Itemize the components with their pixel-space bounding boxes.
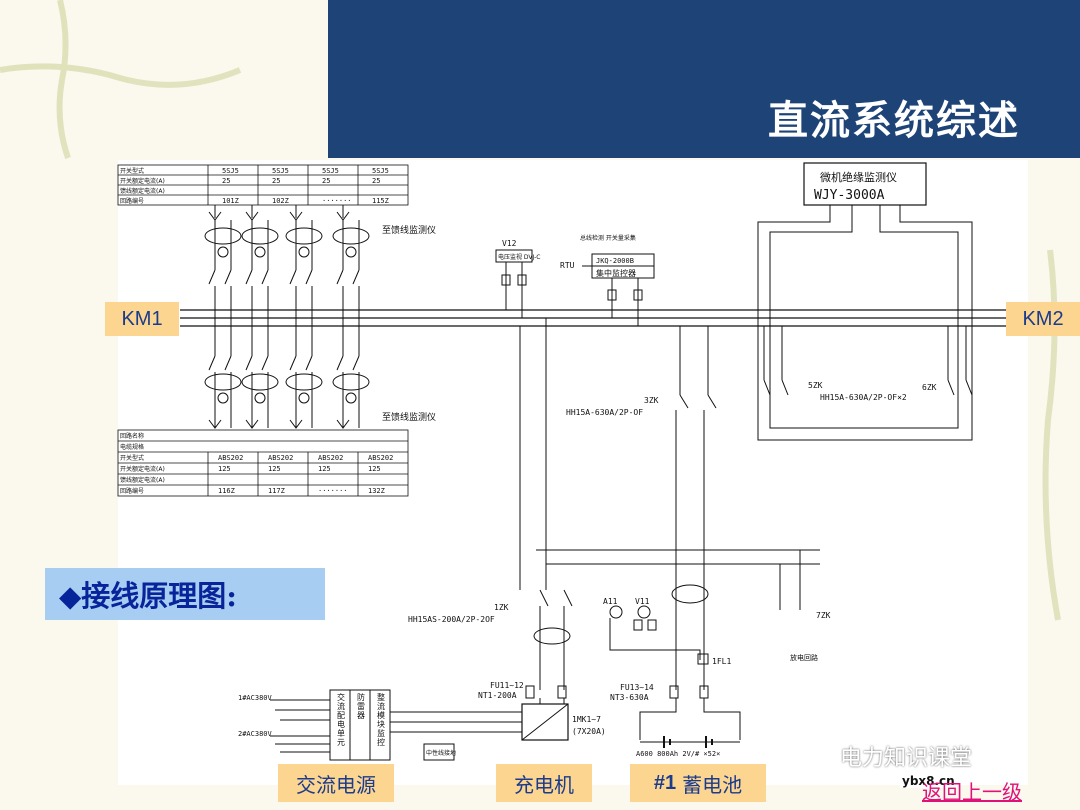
fuses: FU11~12 NT1-200A FU13~14 NT3-630A bbox=[478, 681, 741, 740]
main-bus bbox=[180, 309, 1006, 327]
svg-text:1MK1~7: 1MK1~7 bbox=[572, 715, 601, 724]
feed-bottom-label: 至馈线监测仪 bbox=[382, 411, 436, 423]
svg-text:HH15A-630A/2P-OF: HH15A-630A/2P-OF bbox=[566, 408, 643, 417]
svg-text:HH15A-630A/2P-OF×2: HH15A-630A/2P-OF×2 bbox=[820, 393, 907, 402]
bottom-table-cell: ABS202 bbox=[368, 454, 393, 462]
bottom-table-row-label: 回路名称 bbox=[120, 432, 144, 440]
top-table-cell: 5SJ5 bbox=[372, 167, 389, 175]
svg-text:RTU: RTU bbox=[560, 261, 575, 270]
bottom-table-cell: 125 bbox=[268, 465, 281, 473]
svg-text:1ZK: 1ZK bbox=[494, 603, 509, 612]
bottom-table-cell: 125 bbox=[218, 465, 231, 473]
top-table-cell: 5SJ5 bbox=[322, 167, 339, 175]
top-table-cell: 115Z bbox=[372, 197, 389, 205]
switch-3zk: 3ZK HH15A-630A/2P-OF bbox=[566, 326, 717, 690]
bottom-table-row-label: 开关额定电流(A) bbox=[120, 465, 165, 473]
bottom-table-row-label: 电缆规格 bbox=[120, 443, 144, 451]
ac-unit-text: 交流配电单元 bbox=[337, 692, 345, 747]
km2-label: KM2 bbox=[1006, 302, 1080, 336]
charger-label: 充电机 bbox=[496, 764, 592, 802]
top-breaker-table bbox=[117, 164, 409, 206]
battery-text: 蓄电池 bbox=[682, 772, 743, 797]
back-link[interactable]: 返回上一级 bbox=[922, 780, 1022, 804]
svg-text:NT3-630A: NT3-630A bbox=[610, 693, 649, 702]
battery-number: #1 bbox=[653, 771, 677, 794]
bottom-table-row-label: 开关型式 bbox=[120, 454, 144, 462]
bottom-table-cell: 117Z bbox=[268, 487, 285, 495]
top-table-row-label: 回路编号 bbox=[120, 197, 144, 205]
svg-text:NT1-200A: NT1-200A bbox=[478, 691, 517, 700]
top-table-row-label: 馈线额定电流(A) bbox=[120, 187, 165, 195]
svg-text:2#AC380V: 2#AC380V bbox=[238, 730, 273, 738]
svg-text:3ZK: 3ZK bbox=[644, 396, 659, 405]
central-monitor: 总线检测 开关量采集 JKQ-2000B 集中监控器 RTU bbox=[560, 234, 655, 326]
ac-distribution: 1#AC380V 2#AC380V 中性线接地 bbox=[238, 689, 522, 761]
charger-bus bbox=[519, 318, 820, 610]
top-table-cell: 25 bbox=[372, 177, 380, 185]
switch-7zk-label: 7ZK bbox=[816, 611, 831, 620]
ac-unit-text: 防雷器 bbox=[357, 692, 365, 720]
top-table-cell: ······· bbox=[322, 197, 352, 205]
section-label: ◆接线原理图: bbox=[45, 568, 325, 620]
top-table-cell: 5SJ5 bbox=[272, 167, 289, 175]
svg-text:集中监控器: 集中监控器 bbox=[596, 268, 636, 278]
bottom-table-cell: ABS202 bbox=[218, 454, 243, 462]
top-table-row-label: 开关型式 bbox=[120, 167, 144, 175]
battery-bank: A600 800Ah 2V/# ×52× bbox=[636, 736, 740, 758]
bottom-table-cell: 132Z bbox=[368, 487, 385, 495]
bottom-table-cell: 125 bbox=[318, 465, 331, 473]
ac-power-label: 交流电源 bbox=[278, 764, 394, 802]
bottom-table-cell: ABS202 bbox=[318, 454, 343, 462]
bottom-table-cell: 125 bbox=[368, 465, 381, 473]
slide-title: 直流系统综述 bbox=[768, 97, 1020, 144]
svg-text:JKQ-2000B: JKQ-2000B bbox=[596, 257, 634, 265]
svg-text:HH15AS-200A/2P-2OF: HH15AS-200A/2P-2OF bbox=[408, 615, 495, 624]
svg-text:V11: V11 bbox=[635, 597, 650, 606]
discharge-label: 放电回路 bbox=[790, 653, 818, 662]
top-table-cell: 25 bbox=[322, 177, 330, 185]
ac-unit-text: 整流模块监控 bbox=[377, 692, 385, 747]
svg-text:电压监视 DVJ-C: 电压监视 DVJ-C bbox=[498, 253, 540, 261]
svg-text:V12: V12 bbox=[502, 239, 517, 248]
voltage-monitor-v12: V12 电压监视 DVJ-C bbox=[495, 239, 540, 318]
bottom-table-row-label: 回路编号 bbox=[120, 487, 144, 495]
bottom-table-cell: ABS202 bbox=[268, 454, 293, 462]
svg-text:FU11~12: FU11~12 bbox=[490, 681, 524, 690]
top-table-cell: 102Z bbox=[272, 197, 289, 205]
diagram-panel bbox=[118, 160, 1028, 785]
header-band bbox=[328, 0, 1080, 158]
bottom-table-row-label: 馈线额定电流(A) bbox=[120, 476, 165, 484]
watermark: 电力知识课堂 bbox=[840, 746, 973, 771]
top-table-row-label: 开关额定电流(A) bbox=[120, 177, 165, 185]
insulation-monitor: 微机绝缘监测仪 WJY-3000A 5ZK 6ZK HH15A-630A/2P-… bbox=[757, 162, 973, 441]
svg-text:5ZK: 5ZK bbox=[808, 381, 823, 390]
feed-top-label: 至馈线监测仪 bbox=[382, 224, 436, 236]
svg-text:A11: A11 bbox=[603, 597, 618, 606]
svg-text:中性线接地: 中性线接地 bbox=[426, 749, 456, 757]
km1-label: KM1 bbox=[105, 302, 179, 336]
top-table-cell: 101Z bbox=[222, 197, 239, 205]
rectifier-module: 1MK1~7 (7X20A) bbox=[521, 698, 606, 741]
svg-text:FU13~14: FU13~14 bbox=[620, 683, 654, 692]
svg-text:微机绝缘监测仪: 微机绝缘监测仪 bbox=[820, 170, 897, 184]
svg-text:1FL1: 1FL1 bbox=[712, 657, 731, 666]
top-table-cell: 25 bbox=[272, 177, 280, 185]
bottom-table-cell: ······· bbox=[318, 487, 348, 495]
watermark-url: ybx8.cn bbox=[900, 774, 957, 788]
svg-text:1#AC380V: 1#AC380V bbox=[238, 694, 273, 702]
svg-text:WJY-3000A: WJY-3000A bbox=[814, 188, 885, 203]
top-table-cell: 25 bbox=[222, 177, 230, 185]
switch-1zk: 1ZK HH15AS-200A/2P-2OF bbox=[408, 589, 573, 690]
battery-meters: A11 V11 1FL1 bbox=[603, 584, 731, 666]
bottom-table-cell: 116Z bbox=[218, 487, 235, 495]
svg-text:A600 800Ah 2V/# ×52×: A600 800Ah 2V/# ×52× bbox=[636, 750, 720, 758]
svg-text:(7X20A): (7X20A) bbox=[572, 727, 606, 736]
svg-text:总线检测 开关量采集: 总线检测 开关量采集 bbox=[580, 234, 636, 242]
bottom-breaker-table bbox=[117, 429, 409, 497]
top-table-cell: 5SJ5 bbox=[222, 167, 239, 175]
svg-text:6ZK: 6ZK bbox=[922, 383, 937, 392]
